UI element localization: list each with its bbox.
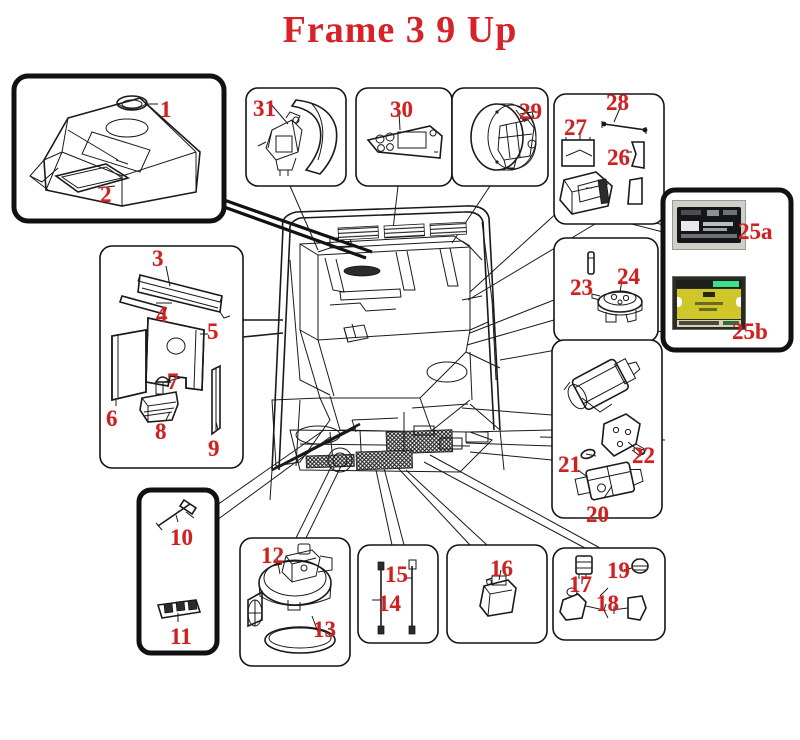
callout-number: 2 — [100, 182, 112, 207]
callout-number: 22 — [632, 443, 655, 468]
callout-number: 29 — [519, 99, 542, 124]
callout-box-23-24[interactable] — [553, 237, 659, 343]
callout-label-20: 20 — [586, 503, 609, 526]
callout-label-9: 9 — [208, 437, 220, 460]
callout-number: 24 — [617, 264, 640, 289]
callout-number: 6 — [106, 406, 118, 431]
callout-label-11: 11 — [170, 625, 192, 648]
callout-label-12: 12 — [261, 544, 284, 567]
callout-label-13: 13 — [313, 618, 336, 641]
callout-label-24: 24 — [617, 265, 640, 288]
page-title: Frame 3 9 Up — [282, 9, 518, 51]
callout-number: 25 — [732, 319, 755, 344]
callout-box-17-18-19[interactable] — [552, 547, 666, 641]
callout-number: 14 — [378, 591, 401, 616]
callout-number: 17 — [569, 572, 592, 597]
callout-box-31[interactable] — [245, 87, 347, 187]
callout-label-6: 6 — [106, 407, 118, 430]
callout-label-3: 3 — [152, 247, 164, 270]
callout-number: 11 — [170, 624, 192, 649]
callout-number: 12 — [261, 543, 284, 568]
callout-box-14-15[interactable] — [357, 544, 439, 644]
callout-label-26: 26 — [607, 146, 630, 169]
callout-box-3-9[interactable] — [99, 245, 244, 469]
callout-number: 27 — [564, 115, 587, 140]
callout-label-16: 16 — [490, 557, 513, 580]
callout-suffix: b — [755, 319, 768, 344]
callout-number: 5 — [207, 319, 219, 344]
callout-label-5: 5 — [207, 320, 219, 343]
photo-25a-control-module — [672, 200, 746, 250]
callout-label-25a: 25a — [738, 220, 773, 243]
callout-number: 3 — [152, 246, 164, 271]
callout-number: 30 — [390, 97, 413, 122]
callout-box-29[interactable] — [451, 87, 549, 187]
callout-label-7: 7 — [167, 370, 179, 393]
callout-number: 1 — [160, 97, 172, 122]
callout-box-cover[interactable] — [11, 73, 227, 224]
callout-label-15: 15 — [385, 563, 408, 586]
callout-box-12-13[interactable] — [239, 537, 351, 667]
callout-number: 23 — [570, 275, 593, 300]
callout-box-20-21-22[interactable] — [551, 339, 663, 519]
callout-number: 26 — [607, 145, 630, 170]
callout-label-8: 8 — [155, 420, 167, 443]
callout-label-29: 29 — [519, 100, 542, 123]
callout-number: 10 — [170, 525, 193, 550]
callout-label-30: 30 — [390, 98, 413, 121]
callout-label-22: 22 — [632, 444, 655, 467]
callout-label-21: 21 — [558, 453, 581, 476]
callout-number: 8 — [155, 419, 167, 444]
photo-25b-circuit-board — [672, 276, 746, 330]
callout-box-10-11[interactable] — [136, 487, 220, 656]
callout-box-26-27-28[interactable] — [553, 93, 665, 225]
callout-label-31: 31 — [253, 97, 276, 120]
callout-number: 21 — [558, 452, 581, 477]
callout-number: 15 — [385, 562, 408, 587]
callout-box-16[interactable] — [446, 544, 548, 644]
callout-label-19: 19 — [607, 559, 630, 582]
callout-number: 31 — [253, 96, 276, 121]
callout-number: 9 — [208, 436, 220, 461]
callout-label-17: 17 — [569, 573, 592, 596]
callout-label-18: 18 — [596, 592, 619, 615]
callout-label-14: 14 — [378, 592, 401, 615]
callout-label-28: 28 — [606, 91, 629, 114]
callout-label-1: 1 — [160, 98, 172, 121]
callout-label-10: 10 — [170, 526, 193, 549]
callout-number: 19 — [607, 558, 630, 583]
callout-number: 20 — [586, 502, 609, 527]
callout-suffix: a — [761, 219, 773, 244]
callout-number: 18 — [596, 591, 619, 616]
callout-number: 13 — [313, 617, 336, 642]
callout-label-25b: 25b — [732, 320, 768, 343]
callout-label-4: 4 — [156, 303, 168, 326]
stove-illustration — [269, 205, 505, 501]
callout-label-23: 23 — [570, 276, 593, 299]
callout-label-27: 27 — [564, 116, 587, 139]
callout-number: 25 — [738, 219, 761, 244]
callout-number: 16 — [490, 556, 513, 581]
callout-label-2: 2 — [100, 183, 112, 206]
callout-number: 28 — [606, 90, 629, 115]
callout-number: 7 — [167, 369, 179, 394]
callout-number: 4 — [156, 302, 168, 327]
